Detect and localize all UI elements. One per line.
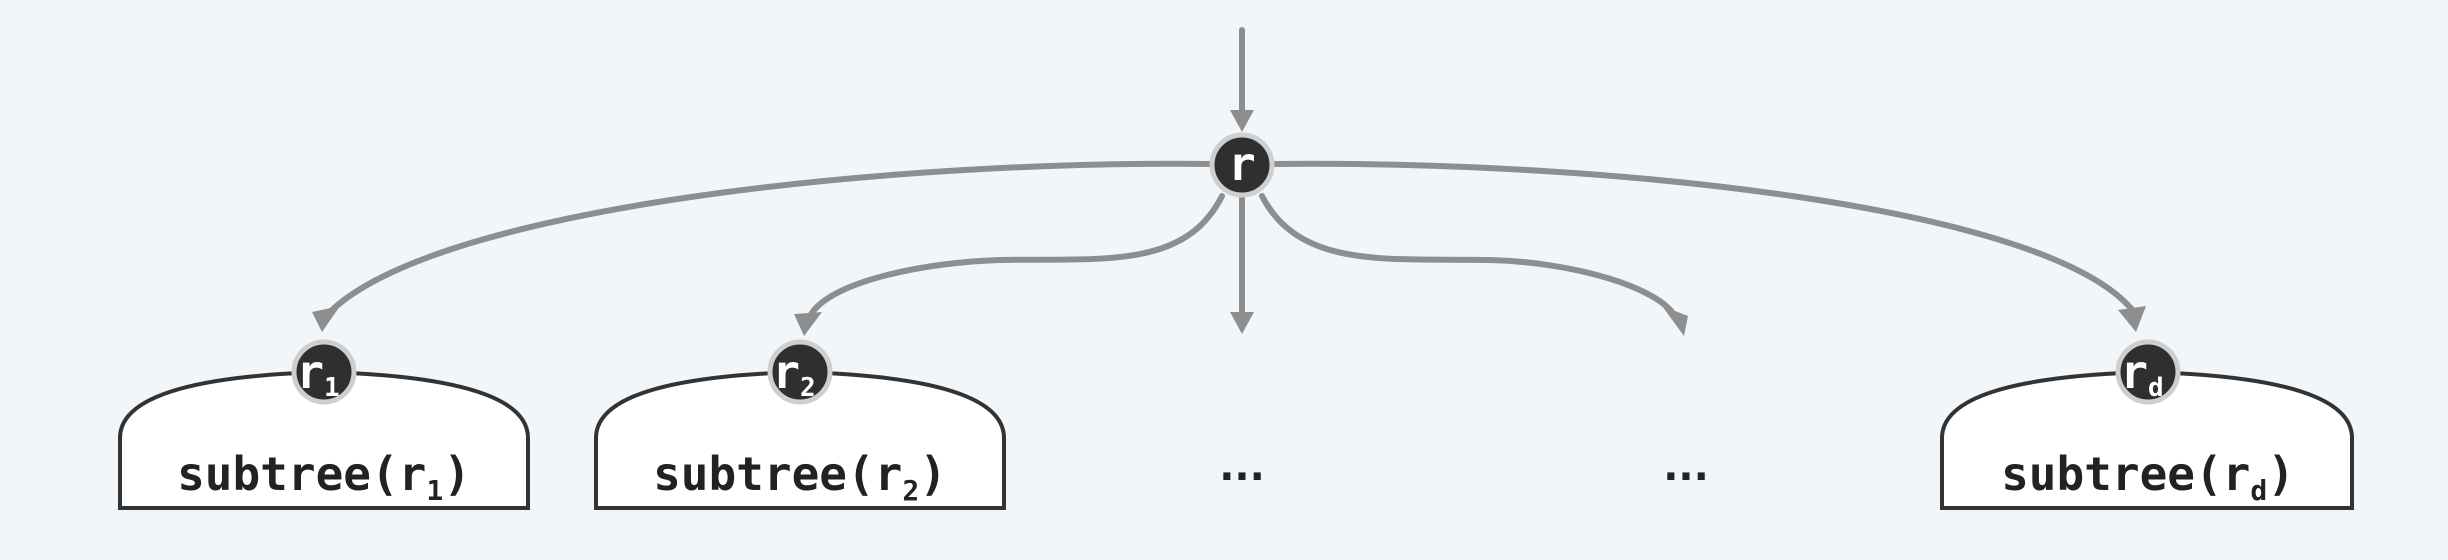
root-node: r [1209,132,1275,198]
child-node-1-circle [291,339,357,405]
incoming-arrowhead [1230,110,1254,132]
edge-root-to-right-ellipsis-arrowhead [1662,306,1688,336]
edge-root-to-child-d [1269,160,2137,315]
root-node-circle [1209,132,1275,198]
subtree-d: subtree(rd) [1940,369,2354,510]
child-node-d: rd [2115,339,2181,405]
subtree-1: subtree(r1) [118,369,530,510]
subtree-d-label: subtree(rd) [2001,447,2295,507]
root-node-label: r [1228,137,1256,191]
ellipsis-middle: ... [1219,444,1265,490]
subtree-1-label: subtree(r1) [177,447,471,507]
child-node-2-circle [767,339,833,405]
child-node-1: r1 [291,339,357,405]
edge-root-to-child-2-arrowhead [794,312,822,336]
child-node-d-circle [2115,339,2181,405]
edge-root-to-child-2 [807,193,1225,319]
edge-root-to-child-d-arrowhead [2118,306,2146,332]
ellipsis-right: ... [1663,444,1709,490]
edge-root-to-child-1 [327,160,1215,315]
child-node-d-label: rd [2120,345,2163,403]
subtree-2-label: subtree(r2) [653,447,947,507]
child-node-2: r2 [767,339,833,405]
edge-root-to-middle-arrowhead [1230,312,1254,334]
child-node-1-label: r1 [296,345,339,403]
subtree-2: subtree(r2) [594,369,1006,510]
edge-root-to-child-1-arrowhead [312,306,340,332]
edge-root-to-right-ellipsis [1259,193,1675,315]
child-node-2-label: r2 [772,345,815,403]
